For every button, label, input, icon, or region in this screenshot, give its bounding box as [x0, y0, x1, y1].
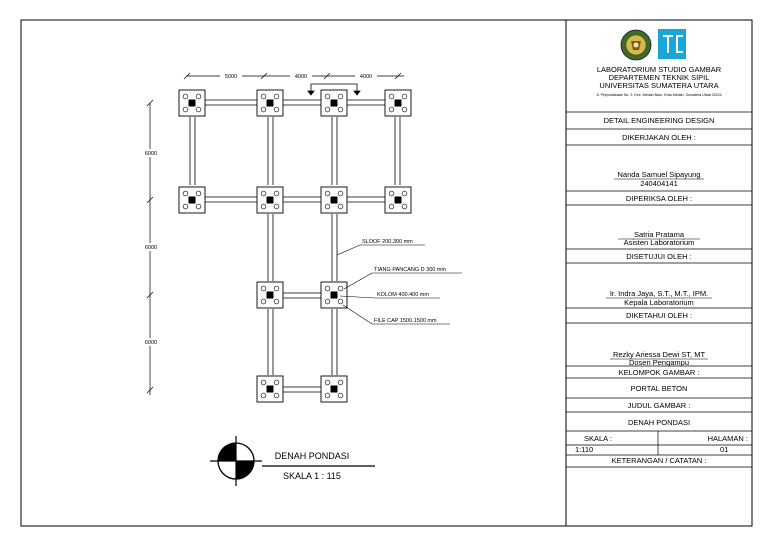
university-name: UNIVERSITAS SUMATERA UTARA	[599, 81, 718, 90]
drawing-title-label: JUDUL GAMBAR :	[628, 401, 691, 410]
worked-by-id: 240404141	[640, 179, 678, 188]
dim-mask	[220, 71, 242, 80]
pile-cap	[320, 375, 348, 403]
known-by-label: DIKETAHUI OLEH :	[626, 311, 692, 320]
pile-cap	[384, 186, 412, 214]
dim-top-3: 4000	[360, 74, 372, 80]
known-by-role: Dosen Pengampu	[629, 358, 689, 367]
section-cut-marker	[307, 83, 361, 96]
worked-by-label: DIKERJAKAN OLEH :	[622, 133, 696, 142]
page-value: 01	[720, 445, 728, 454]
lab-name: LABORATORIUM STUDIO GAMBAR	[597, 65, 722, 74]
callout-kolom: KOLOM 400.400 mm	[377, 292, 429, 298]
approved-by-label: DISETUJUI OLEH :	[626, 252, 691, 261]
known-by-name: Rezky Ariessa Dewi ST, MT	[613, 350, 706, 359]
sheet-type: DETAIL ENGINEERING DESIGN	[604, 116, 715, 125]
department-name: DEPARTEMEN TEKNIK SIPIL	[609, 73, 710, 82]
dim-top-1: 5000	[225, 74, 237, 80]
pile-cap	[256, 89, 284, 117]
drawing-scale: SKALA 1 : 115	[283, 471, 341, 481]
dim-left-2: 6000	[145, 245, 157, 251]
pile-cap	[320, 186, 348, 214]
approved-by-name: Ir. Indra Jaya, S.T., M.T., IPM.	[610, 289, 708, 298]
section-symbol-icon	[210, 436, 262, 486]
callout-leaders	[336, 244, 462, 325]
dim-mask	[143, 149, 159, 157]
group-label: KELOMPOK GAMBAR :	[619, 368, 700, 377]
checked-by-role: Asisten Laboratorium	[624, 238, 695, 247]
callout-sloof: SLOOF 200.300 mm	[362, 239, 413, 245]
dim-mask	[355, 71, 377, 80]
drawing-title-value: DENAH PONDASI	[628, 418, 690, 427]
pile-cap	[320, 89, 348, 117]
group-value: PORTAL BETON	[631, 384, 688, 393]
sloof-beams	[189, 99, 401, 393]
pile-cap	[256, 375, 284, 403]
approved-by-role: Kepala Laboratorium	[624, 298, 694, 307]
notes-label: KETERANGAN / CATATAN :	[612, 456, 707, 465]
dim-left-3: 6000	[145, 340, 157, 346]
drawing-title: DENAH PONDASI	[275, 451, 350, 461]
pile-cap	[256, 186, 284, 214]
title-block-lines	[566, 111, 752, 468]
dim-left-1: 6000	[145, 151, 157, 157]
pile-cap	[256, 281, 284, 309]
university-address: Jl. Perpustakaan No. 3, Kec. Medan Baru,…	[596, 93, 722, 97]
pile-cap	[178, 89, 206, 117]
checked-by-name: Satria Pratama	[634, 230, 685, 239]
dim-mask	[290, 71, 312, 80]
callout-tiang-pancang: TIANG PANCANG D 300 mm	[374, 267, 446, 273]
pile-cap	[320, 281, 348, 309]
page-label: HALAMAN :	[708, 434, 748, 443]
university-seal-icon	[620, 29, 652, 61]
dim-mask	[143, 243, 159, 251]
scale-value: 1:110	[575, 445, 593, 454]
dim-mask	[143, 338, 159, 346]
callout-pile-cap: FILE CAP 1500.1500 mm	[374, 318, 437, 324]
scale-label: SKALA :	[584, 434, 612, 443]
pile-cap	[178, 186, 206, 214]
worked-by-name: Nanda Samuel Sipayung	[618, 170, 701, 179]
checked-by-label: DIPERIKSA OLEH :	[626, 194, 692, 203]
pile-cap	[384, 89, 412, 117]
sheet-border	[20, 19, 753, 527]
pile-caps	[178, 89, 412, 403]
dim-top-2: 4000	[295, 74, 307, 80]
department-logo-icon	[658, 29, 686, 59]
